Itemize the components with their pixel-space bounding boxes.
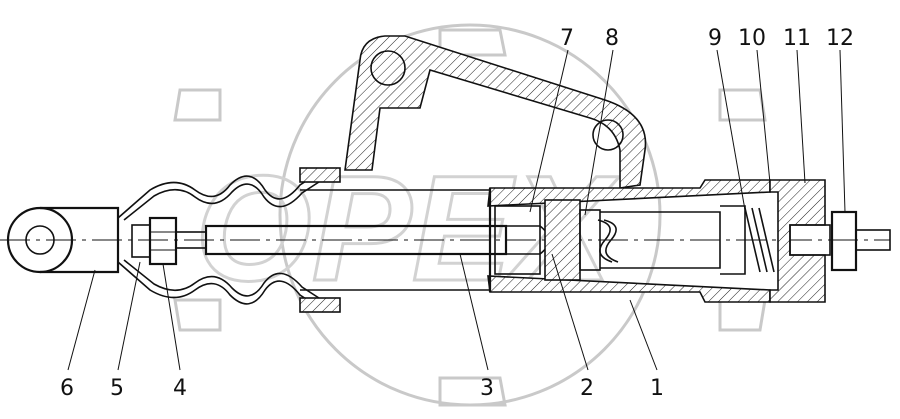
callout-2: 2 (580, 376, 594, 401)
callout-6: 6 (60, 376, 74, 401)
eye-end (0, 206, 890, 274)
leader-lines (67, 49, 846, 371)
callout-12: 12 (826, 26, 854, 51)
callouts: 6 5 4 3 2 1 7 8 9 10 11 12 (60, 26, 854, 401)
callout-5: 5 (110, 376, 124, 401)
mounting-bracket (344, 35, 647, 189)
adjusting-screw (789, 210, 891, 272)
callout-11: 11 (783, 26, 811, 51)
lock-nut (131, 216, 178, 266)
end-cap (769, 179, 826, 303)
callout-3: 3 (480, 376, 494, 401)
return-spring (720, 205, 775, 275)
piston (544, 199, 721, 281)
callout-7: 7 (560, 26, 574, 51)
callout-10: 10 (738, 26, 766, 51)
callout-8: 8 (605, 26, 619, 51)
rubber-boot (117, 167, 341, 313)
callout-9: 9 (708, 26, 722, 51)
callout-4: 4 (173, 376, 187, 401)
callout-1: 1 (650, 376, 664, 401)
